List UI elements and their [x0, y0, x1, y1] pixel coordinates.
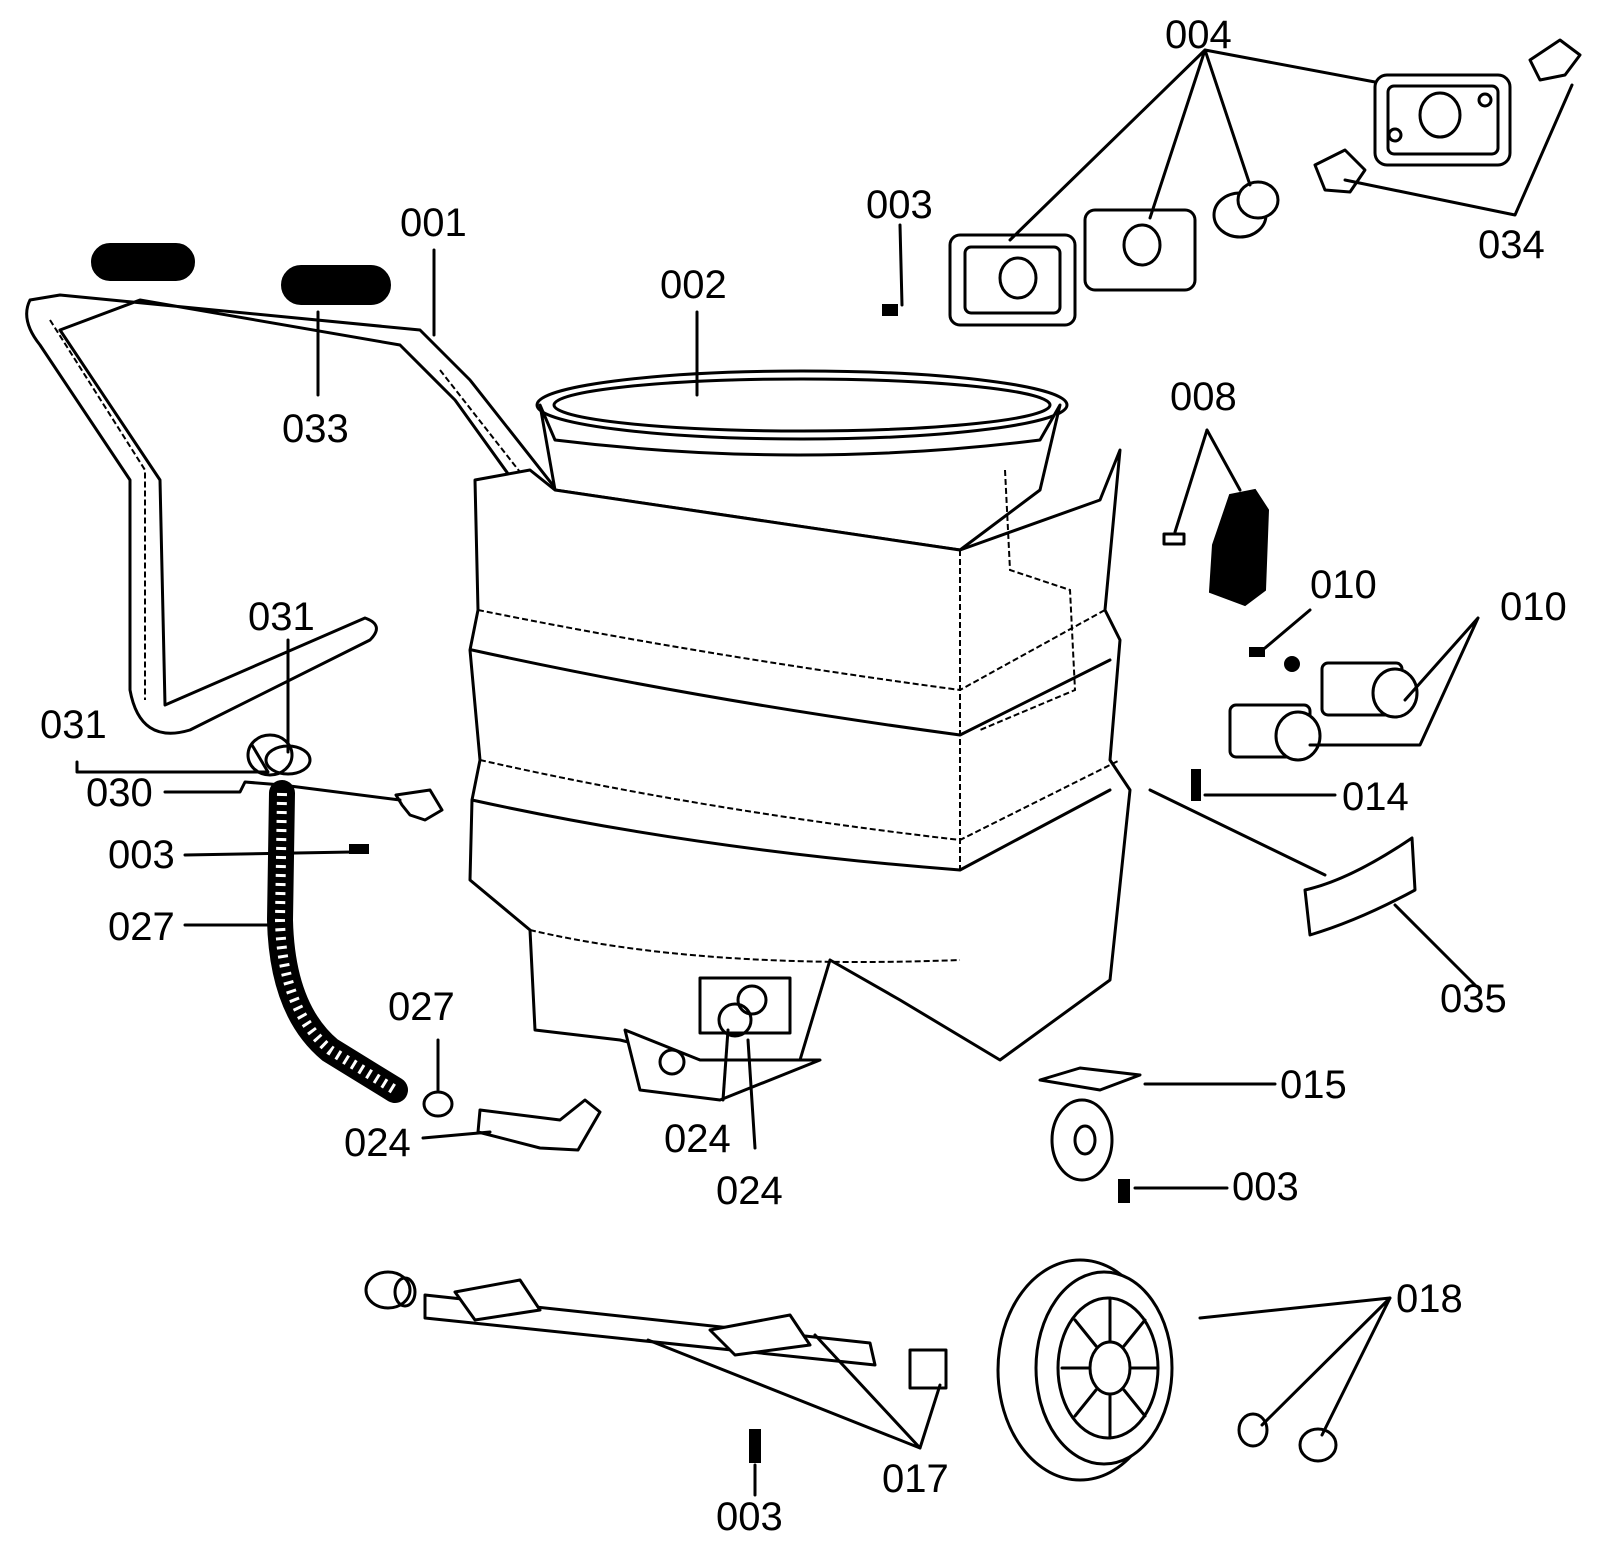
label-003-top: 003	[866, 183, 933, 227]
label-031-top: 031	[248, 595, 315, 639]
label-024-middle: 024	[664, 1117, 731, 1161]
label-004: 004	[1165, 13, 1232, 57]
label-003-left: 003	[108, 833, 175, 877]
label-018: 018	[1396, 1277, 1463, 1321]
label-033: 033	[282, 407, 349, 451]
label-002: 002	[660, 263, 727, 307]
axle-holder-parts	[1228, 647, 1419, 762]
latch-part	[1162, 488, 1270, 607]
outlet-part-group	[948, 73, 1512, 327]
grip-left	[91, 243, 195, 281]
wheel-part	[996, 1258, 1338, 1482]
label-030: 030	[86, 771, 153, 815]
label-plate-part	[1303, 836, 1417, 937]
label-031-left: 031	[40, 703, 107, 747]
label-001: 001	[400, 201, 467, 245]
label-017: 017	[882, 1457, 949, 1501]
label-034: 034	[1478, 223, 1545, 267]
hose-part	[266, 780, 408, 1103]
label-010-a: 010	[1310, 563, 1377, 607]
label-024-lower: 024	[716, 1169, 783, 1213]
tank-body	[468, 369, 1132, 1102]
connector-part	[422, 1090, 602, 1152]
caster-part	[1038, 1066, 1142, 1203]
label-014: 014	[1342, 775, 1409, 819]
label-008: 008	[1170, 375, 1237, 419]
axle-part	[364, 1270, 948, 1463]
label-027-hose: 027	[108, 905, 175, 949]
label-003-right: 003	[1232, 1165, 1299, 1209]
leader-lines	[75, 48, 1574, 1497]
label-015: 015	[1280, 1063, 1347, 1107]
label-027-small: 027	[388, 985, 455, 1029]
screw-014	[1191, 769, 1201, 801]
screw-003-top	[882, 304, 898, 316]
label-024-left: 024	[344, 1121, 411, 1165]
label-010-b: 010	[1500, 585, 1567, 629]
grip-right	[281, 265, 391, 305]
bracket-part	[394, 788, 444, 822]
label-003-bottom: 003	[716, 1495, 783, 1539]
label-035: 035	[1440, 977, 1507, 1021]
